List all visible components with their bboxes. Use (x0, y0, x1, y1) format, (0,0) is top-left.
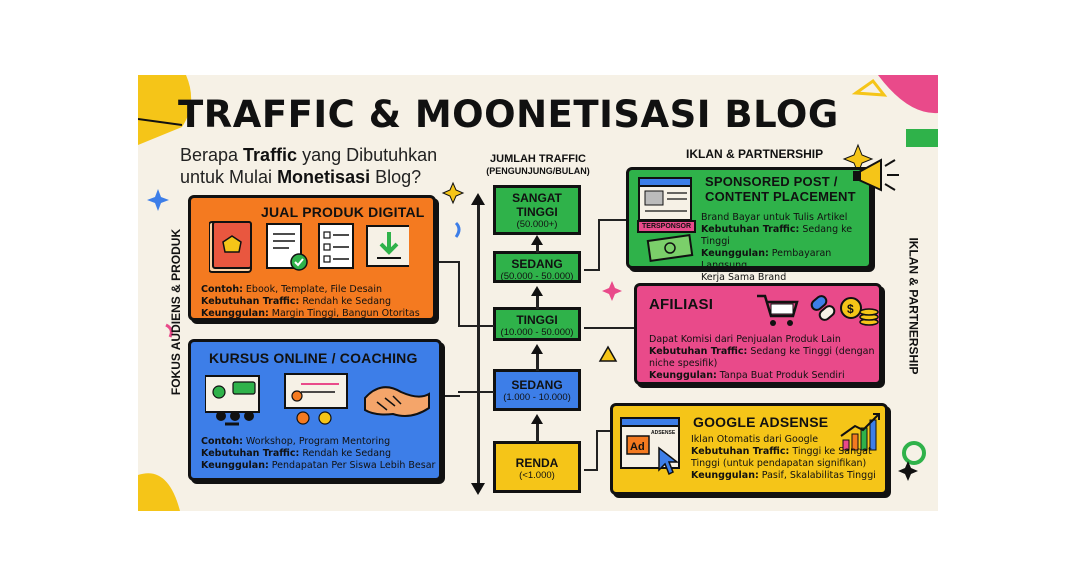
card-description: Contoh: Ebook, Template, File Desain Keb… (201, 284, 420, 319)
traffic-level-sedang-high: SEDANG (50.000 - 50.000) (493, 251, 581, 283)
left-vertical-label: FOKUS AUDIENS & PRODUK (169, 228, 184, 396)
card-title: KURSUS ONLINE / COACHING (209, 350, 418, 366)
traffic-level-renda: RENDA (<1.000) (493, 441, 581, 493)
level-arrow (531, 414, 543, 424)
subtitle-line1: Berapa Traffic yang Dibutuhkan (180, 145, 438, 165)
level-arrow (531, 235, 543, 245)
traffic-level-sangat-tinggi: SANGAT TINGGI (50.000+) (493, 185, 581, 235)
svg-text:$: $ (847, 302, 854, 316)
card-title: SPONSORED POST / CONTENT PLACEMENT (705, 174, 856, 204)
card-description: Iklan Otomatis dari Google Kebutuhan Tra… (691, 434, 876, 481)
traffic-level-tinggi: TINGGI (10.000 - 50.000) (493, 307, 581, 341)
card-jual-produk-digital: JUAL PRODUK DIGITAL Contoh: Ebook, Templ… (188, 195, 436, 321)
card-description: Contoh: Workshop, Program Mentoring Kebu… (201, 436, 436, 471)
card-title: GOOGLE ADSENSE (693, 414, 829, 430)
right-vertical-label: IKLAN & PARTNERSHIP (906, 237, 921, 375)
axis-arrow-up (471, 193, 485, 205)
sponsored-tag: TERSPONSOR (637, 220, 697, 233)
card-description: Dapat Komisi dari Penjualan Produk Lain … (649, 334, 875, 381)
card-title: AFILIASI (649, 296, 714, 313)
card-title: JUAL PRODUK DIGITAL (261, 204, 425, 220)
adsense-ad-icon: Ad (620, 417, 680, 476)
traffic-axis (477, 203, 480, 485)
growth-chart-icon (840, 413, 880, 451)
level-arrow (531, 344, 543, 354)
card-sponsored-post: TERSPONSOR SPONSORED POST / CONTENT PLAC… (626, 158, 899, 283)
adsense-tag: ADSENSE (651, 430, 676, 436)
card-kursus-online: KURSUS ONLINE / COACHING Contoh: Worksho… (188, 339, 442, 481)
card-afiliasi: AFILIASI $ Dapat Komisi dari Penjualan P… (634, 283, 882, 385)
digital-product-icons (209, 221, 409, 273)
svg-text:Ad: Ad (630, 441, 645, 453)
infographic-poster: TRAFFIC & MOONETISASI BLOG Berapa Traffi… (138, 75, 938, 511)
sponsored-article-icon (638, 177, 694, 262)
affiliate-icons: $ (757, 294, 879, 326)
subtitle-line2: untuk Mulai Monetisasi Blog? (180, 167, 422, 187)
axis-arrow-down (471, 483, 485, 495)
level-arrow (531, 286, 543, 296)
right-header: IKLAN & PARTNERSHIP (686, 147, 824, 161)
card-google-adsense: Ad ADSENSE GOOGLE ADSENSE Iklan Otomatis… (610, 403, 888, 495)
traffic-header: JUMLAH TRAFFIC (PENGUNJUNG/BULAN) (486, 153, 590, 176)
traffic-level-sedang: SEDANG (1.000 - 10.000) (493, 369, 581, 411)
card-description: Brand Bayar untuk Tulis Artikel Kebutuha… (701, 212, 853, 283)
megaphone-icon (853, 158, 899, 192)
page-title: TRAFFIC & MOONETISASI BLOG (178, 93, 839, 136)
course-icons (205, 373, 430, 426)
decorative-shapes (138, 75, 938, 511)
